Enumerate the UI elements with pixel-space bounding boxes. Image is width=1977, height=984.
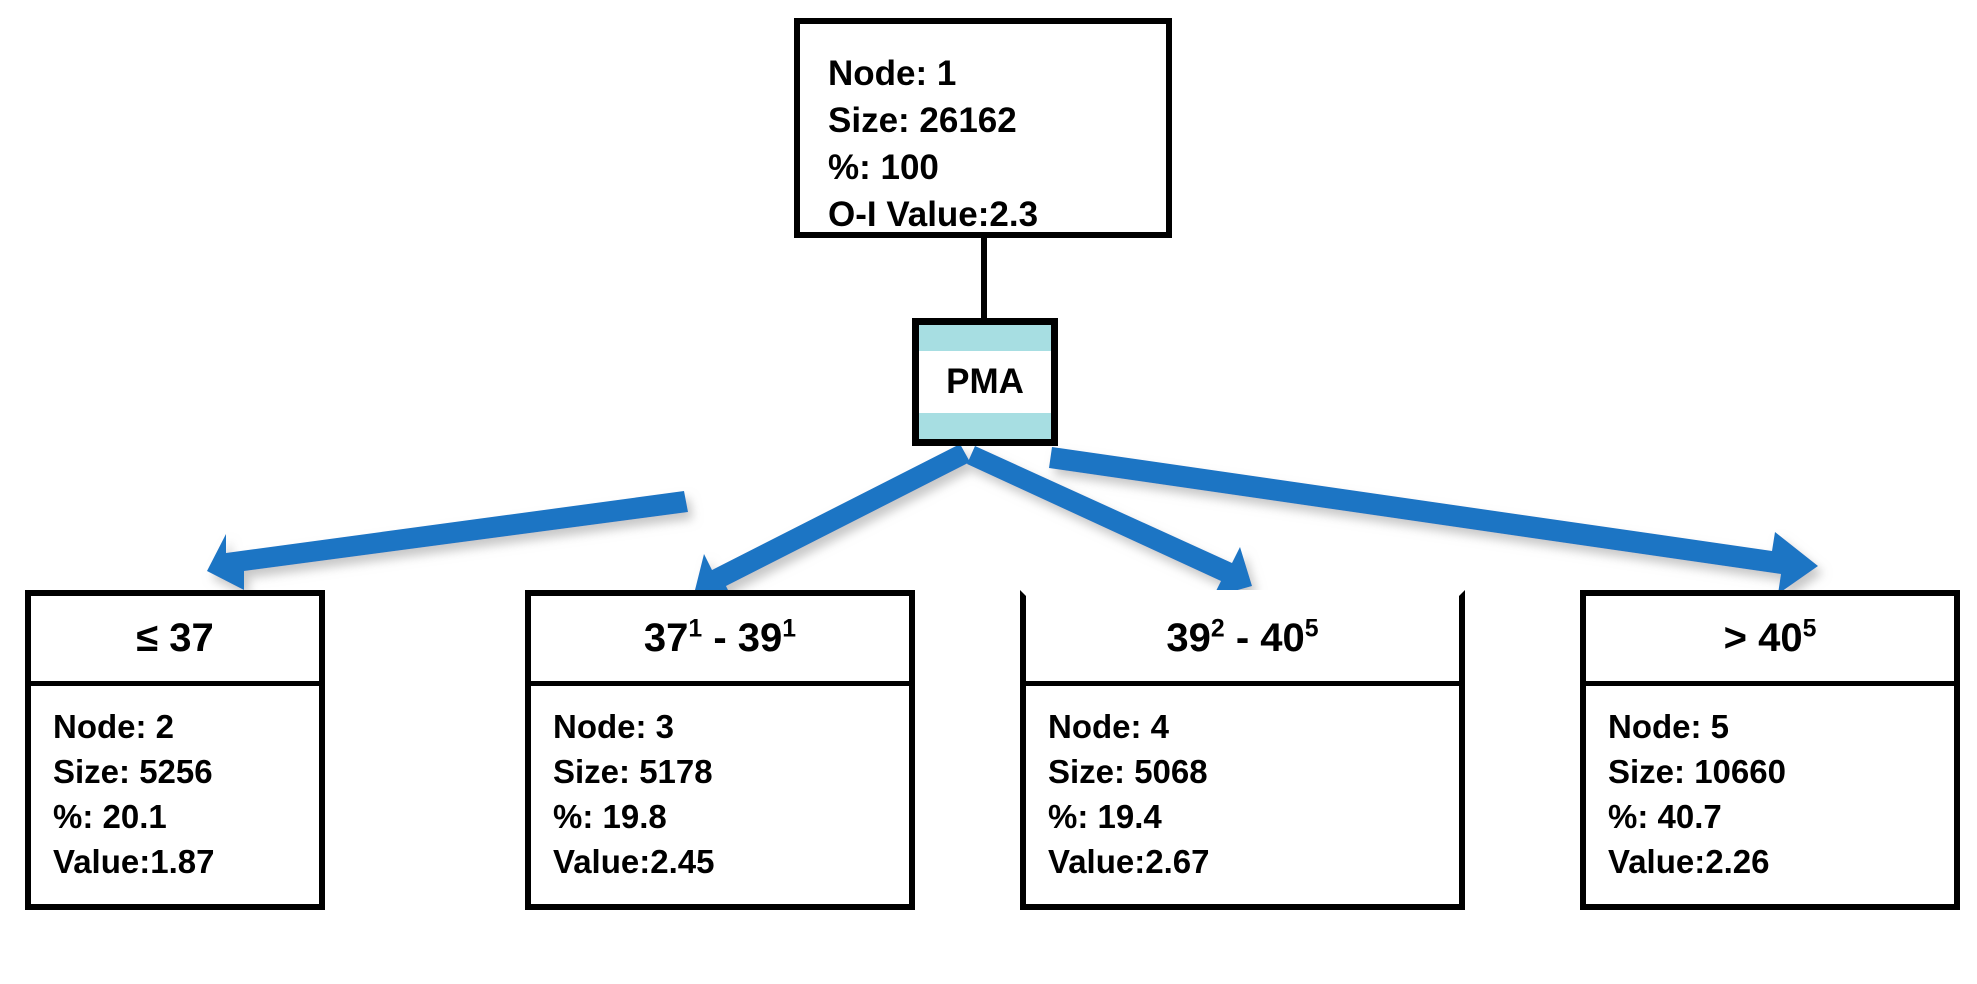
root-node[interactable]: Node: 1 Size: 26162 %: 100 O-I Value:2.3	[794, 18, 1172, 238]
child-node-4[interactable]: 392 - 405 Node: 4 Size: 5068 %: 19.4 Val…	[1020, 590, 1465, 910]
child-node-3-range-base-a: 37	[643, 616, 689, 660]
arrow-to-child-4	[967, 446, 1252, 597]
child-node-2-header: ≤ 37	[25, 590, 325, 686]
child-node-2-header-text: ≤ 37	[136, 616, 214, 661]
child-node-5-range-sup-a: 5	[1802, 615, 1817, 643]
child-node-3-range-sup-b: 1	[782, 615, 797, 643]
child-node-5-line-value: Value:2.26	[1608, 843, 1770, 880]
arrow-to-child-5	[1049, 447, 1818, 594]
child-node-3-header-text: 371 - 391	[644, 616, 796, 661]
split-band-top	[919, 325, 1051, 351]
child-node-3-range-sup-a: 1	[688, 615, 703, 643]
child-node-3-range-sep: -	[702, 616, 738, 660]
child-node-5-line-id: Node: 5	[1608, 708, 1730, 745]
root-node-line-value: O-I Value:2.3	[828, 195, 1039, 234]
root-node-line-size: Size: 26162	[828, 101, 1017, 140]
child-node-2-line-id: Node: 2	[53, 708, 175, 745]
child-node-2-body: Node: 2 Size: 5256 %: 20.1 Value:1.87	[25, 686, 325, 910]
child-node-3-body: Node: 3 Size: 5178 %: 19.8 Value:2.45	[525, 686, 915, 910]
child-node-3-line-id: Node: 3	[553, 708, 675, 745]
child-node-5-header-text: > 405	[1724, 616, 1817, 661]
child-node-3-line-value: Value:2.45	[553, 843, 715, 880]
child-node-5-body: Node: 5 Size: 10660 %: 40.7 Value:2.26	[1580, 686, 1960, 910]
child-node-2-line-value: Value:1.87	[53, 843, 215, 880]
child-node-5-line-percent: %: 40.7	[1608, 798, 1722, 835]
child-node-4-range-base-b: 40	[1260, 616, 1305, 660]
child-node-2-line-size: Size: 5256	[53, 753, 213, 790]
child-node-2-range-base-a: ≤ 37	[136, 616, 214, 660]
child-node-3-range-base-b: 39	[737, 616, 783, 660]
child-node-4-line-size: Size: 5068	[1048, 753, 1208, 790]
child-node-2[interactable]: ≤ 37 Node: 2 Size: 5256 %: 20.1 Value:1.…	[25, 590, 325, 910]
child-node-4-range-sup-b: 5	[1304, 615, 1319, 643]
child-node-4-header: 392 - 405	[1020, 590, 1465, 686]
child-node-4-body: Node: 4 Size: 5068 %: 19.4 Value:2.67	[1020, 686, 1465, 910]
child-node-3-header: 371 - 391	[525, 590, 915, 686]
arrow-to-child-2	[207, 491, 688, 590]
split-band-bottom	[919, 413, 1051, 439]
child-node-4-range-base-a: 39	[1166, 616, 1211, 660]
child-node-3-line-percent: %: 19.8	[553, 798, 667, 835]
root-node-line-percent: %: 100	[828, 148, 939, 187]
child-node-5[interactable]: > 405 Node: 5 Size: 10660 %: 40.7 Value:…	[1580, 590, 1960, 910]
child-node-3-line-size: Size: 5178	[553, 753, 713, 790]
child-node-4-line-id: Node: 4	[1048, 708, 1170, 745]
arrow-to-child-3	[694, 444, 970, 602]
child-node-4-range-sep: -	[1224, 616, 1261, 660]
child-node-4-header-text: 392 - 405	[1166, 616, 1318, 661]
split-box-pma[interactable]: PMA	[912, 318, 1058, 446]
child-node-5-range-base-a: > 40	[1723, 616, 1803, 660]
arrow-group	[207, 444, 1818, 602]
root-node-line-id: Node: 1	[828, 54, 957, 93]
child-node-5-header: > 405	[1580, 590, 1960, 686]
child-node-2-line-percent: %: 20.1	[53, 798, 167, 835]
child-node-4-line-value: Value:2.67	[1048, 843, 1210, 880]
child-node-4-range-sup-a: 2	[1210, 615, 1225, 643]
child-node-5-line-size: Size: 10660	[1608, 753, 1786, 790]
child-node-3[interactable]: 371 - 391 Node: 3 Size: 5178 %: 19.8 Val…	[525, 590, 915, 910]
split-box-label: PMA	[946, 362, 1024, 401]
child-node-4-line-percent: %: 19.4	[1048, 798, 1162, 835]
